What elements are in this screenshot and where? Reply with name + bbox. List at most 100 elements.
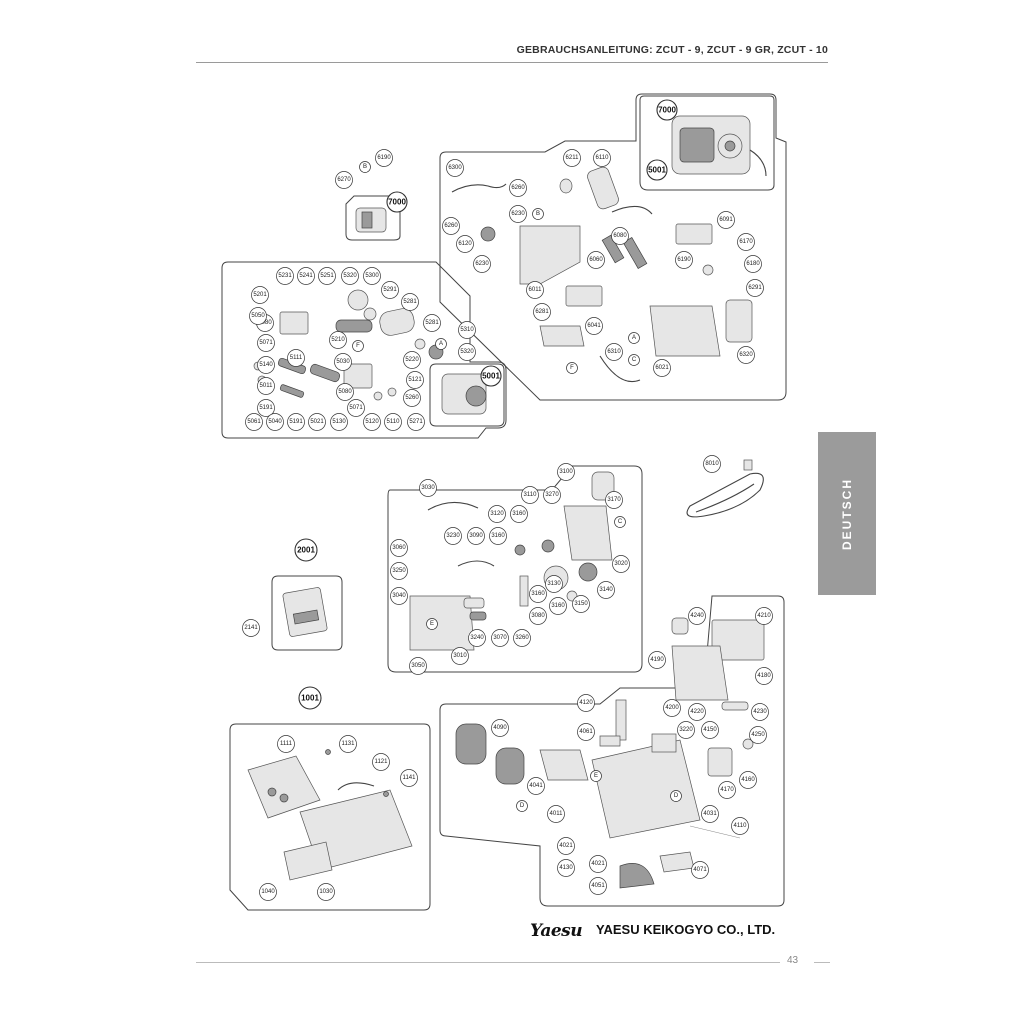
callout-label: 5021 (310, 419, 324, 425)
callout-label: 6180 (746, 261, 760, 267)
callout-c4230: 4230 (751, 703, 769, 721)
callout-c3230: 3230 (444, 527, 462, 545)
callout-circle (386, 191, 408, 213)
callout-c4090: 4090 (491, 719, 509, 737)
callout-c6281: 6281 (533, 303, 551, 321)
footer-divider (196, 962, 780, 963)
callout-circle (336, 383, 354, 401)
callout-circle (390, 562, 408, 580)
callout-label: 6230 (475, 261, 489, 267)
footer-divider-right (814, 962, 830, 963)
callout-c7000b: 7000 (386, 191, 408, 213)
callout-circle (701, 721, 719, 739)
callout-c5120: 5120 (363, 413, 381, 431)
callout-label: C (632, 357, 637, 363)
callout-circle (521, 486, 539, 504)
callout-c3150: 3150 (572, 595, 590, 613)
callout-circle (701, 805, 719, 823)
callout-circle (589, 877, 607, 895)
callout-c5291: 5291 (381, 281, 399, 299)
callout-circle (339, 735, 357, 753)
callout-c6291: 6291 (746, 279, 764, 297)
callout-circle (746, 279, 764, 297)
callout-label: 3160 (491, 533, 505, 539)
callout-circle (423, 314, 441, 332)
callout-circle (648, 651, 666, 669)
callout-c5191a: 5191 (257, 399, 275, 417)
callout-circle (491, 629, 509, 647)
callout-c4250: 4250 (749, 726, 767, 744)
callout-circle (653, 359, 671, 377)
callout-circle (533, 303, 551, 321)
callout-label: A (632, 335, 636, 341)
callout-c4051: 4051 (589, 877, 607, 895)
callout-circle (739, 771, 757, 789)
callout-c5110: 5110 (384, 413, 402, 431)
group-3000-parts (409, 471, 615, 651)
callout-c1111: 1111 (277, 735, 295, 753)
callout-label: 4250 (751, 732, 765, 738)
callout-label: 4180 (757, 673, 771, 679)
callout-label: 4051 (591, 883, 605, 889)
callout-circle (755, 607, 773, 625)
callout-label: 3160 (512, 511, 526, 517)
callout-circle (317, 883, 335, 901)
callout-c6011: 6011 (526, 281, 544, 299)
group-4000-frame (439, 595, 785, 907)
callout-c4200: 4200 (663, 699, 681, 717)
yaesu-logo: Yaesu (530, 921, 583, 941)
callout-circle (480, 365, 502, 387)
callout-label: 6190 (377, 155, 391, 161)
callout-circle (611, 227, 629, 245)
callout-c5111: 5111 (287, 349, 305, 367)
group-4000-parts (455, 617, 765, 889)
module-7000-top (671, 115, 767, 177)
callout-c5121: 5121 (406, 371, 424, 389)
callout-c4190: 4190 (648, 651, 666, 669)
callout-c3250: 3250 (390, 562, 408, 580)
callout-label: 4240 (690, 613, 704, 619)
callout-c5271: 5271 (407, 413, 425, 431)
callout-circle (718, 781, 736, 799)
callout-label: 5201 (253, 292, 267, 298)
callout-c4031: 4031 (701, 805, 719, 823)
callout-circle (458, 321, 476, 339)
callout-label: 5001 (482, 372, 500, 381)
callout-c3130: 3130 (545, 575, 563, 593)
callout-c3240: 3240 (468, 629, 486, 647)
header-divider (196, 62, 828, 63)
callout-c5300: 5300 (363, 267, 381, 285)
callout-circle (251, 286, 269, 304)
callout-label: 8010 (705, 461, 719, 467)
callout-label: B (536, 211, 540, 217)
callout-label: 6260 (511, 185, 525, 191)
callout-c3170: 3170 (605, 491, 623, 509)
callout-label: 3220 (679, 727, 693, 733)
callout-circle (751, 703, 769, 721)
callout-label: 4170 (720, 787, 734, 793)
callout-label: 5191 (259, 405, 273, 411)
callout-circle (257, 377, 275, 395)
language-side-tab: DEUTSCH (818, 432, 876, 595)
callout-c4240: 4240 (688, 607, 706, 625)
callout-c4180: 4180 (755, 667, 773, 685)
callout-label: 5291 (383, 287, 397, 293)
callout-c3120: 3120 (488, 505, 506, 523)
callout-label: 5300 (365, 273, 379, 279)
callout-label: D (674, 793, 679, 799)
callout-circle (294, 538, 318, 562)
callout-circle (557, 859, 575, 877)
callout-label: 5251 (320, 273, 334, 279)
group-7000-inset-frame (639, 95, 775, 191)
callout-circle (419, 479, 437, 497)
callout-label: 2001 (297, 546, 315, 555)
callout-c3090: 3090 (467, 527, 485, 545)
callout-c5231: 5231 (276, 267, 294, 285)
callout-label: 3040 (392, 593, 406, 599)
callout-c5241: 5241 (297, 267, 315, 285)
callout-c3010: 3010 (451, 647, 469, 665)
callout-circle (473, 255, 491, 273)
callout-label: 6041 (587, 323, 601, 329)
callout-c6230: 6230 (509, 205, 527, 223)
callout-circle (688, 607, 706, 625)
